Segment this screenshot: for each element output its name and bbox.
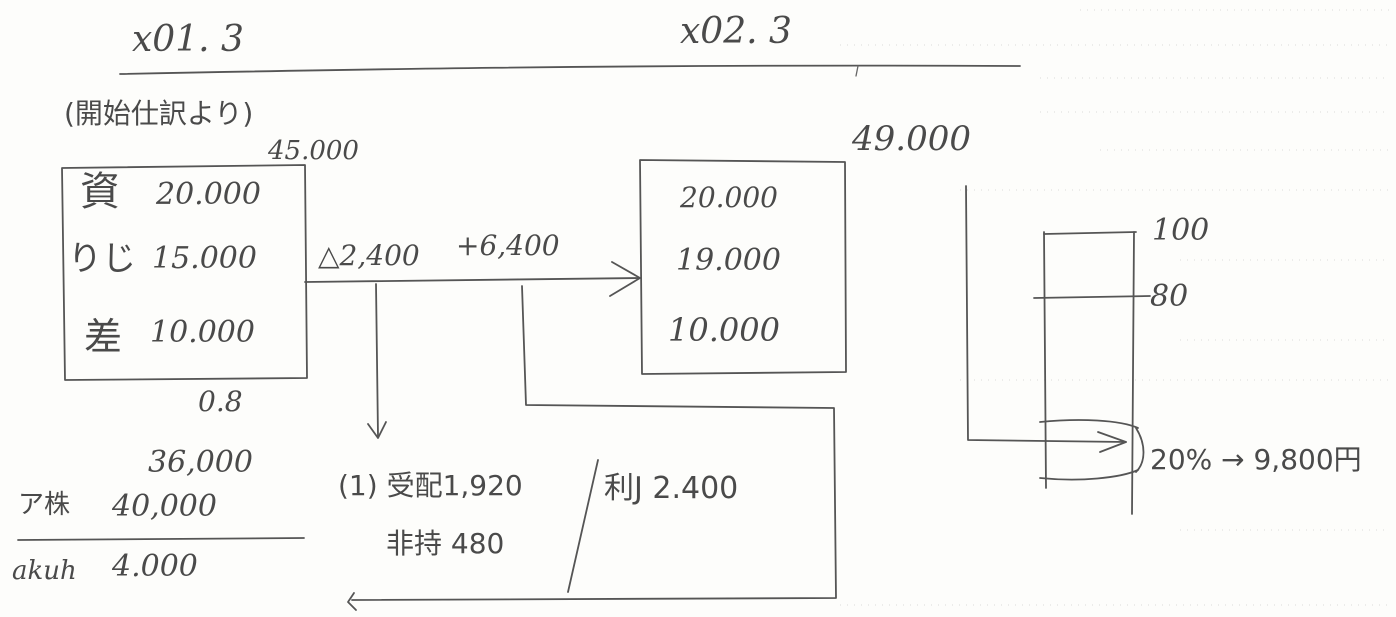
start-row-value: 20.000 [156, 177, 261, 212]
start-row-value: 10.000 [150, 315, 255, 350]
end-total: 49.000 [852, 119, 971, 159]
down-arrowhead [367, 421, 387, 439]
bar-left-edge [1043, 231, 1047, 489]
end-row-value: 10.000 [668, 311, 780, 349]
left-date: x01. 3 [132, 19, 244, 60]
entry-frame [351, 285, 837, 601]
stock-label: ア株 [18, 490, 71, 520]
bar-80-line [1033, 295, 1151, 299]
total-link-line [965, 185, 1127, 443]
bar-20-bracket [1039, 419, 1139, 429]
bar-brace [1135, 427, 1145, 473]
bar-right-edge [1131, 231, 1135, 515]
decrease-amount: △2,400 [318, 239, 420, 272]
right-date: x02. 3 [680, 11, 792, 52]
entry-divider [567, 459, 599, 593]
flow-arrow [304, 277, 641, 283]
start-row-label: 差 [84, 315, 123, 359]
entry-right: 利J 2.400 [604, 471, 739, 506]
scale-mid: 80 [1150, 279, 1189, 314]
down-arrow [375, 283, 379, 437]
timeline-line [119, 64, 1021, 75]
ratio-value: 0.8 [198, 385, 243, 418]
start-row-label: りじ [68, 239, 136, 279]
timeline-tick [855, 65, 859, 77]
start-caption: (開始仕訳より) [64, 97, 254, 130]
share-value: 36,000 [148, 445, 253, 480]
end-row-value: 20.000 [680, 181, 778, 214]
entry-line-2: 非持 480 [386, 527, 505, 560]
total-link-arrowhead [1097, 431, 1127, 453]
increase-amount: +6,400 [456, 229, 560, 262]
flow-arrowhead [609, 261, 641, 297]
bar-top [1043, 231, 1137, 235]
diff-label: akuh [12, 556, 77, 586]
bottom-left-rule [17, 537, 305, 541]
entry-frame-arrowhead [347, 592, 357, 611]
stock-value: 40,000 [112, 489, 217, 524]
bar-20-bracket-bottom [1039, 469, 1139, 481]
start-row-label: 資 [80, 169, 120, 215]
entry-line-1: (1) 受配1,920 [338, 469, 523, 502]
scale-top: 100 [1152, 213, 1210, 248]
start-box [61, 164, 308, 381]
end-box [639, 159, 847, 375]
diff-value: 4.000 [112, 549, 198, 584]
start-total: 45.000 [268, 136, 359, 166]
start-row-value: 15.000 [152, 241, 257, 276]
end-row-value: 19.000 [676, 243, 781, 278]
scale-note: 20% → 9,800円 [1150, 443, 1362, 476]
